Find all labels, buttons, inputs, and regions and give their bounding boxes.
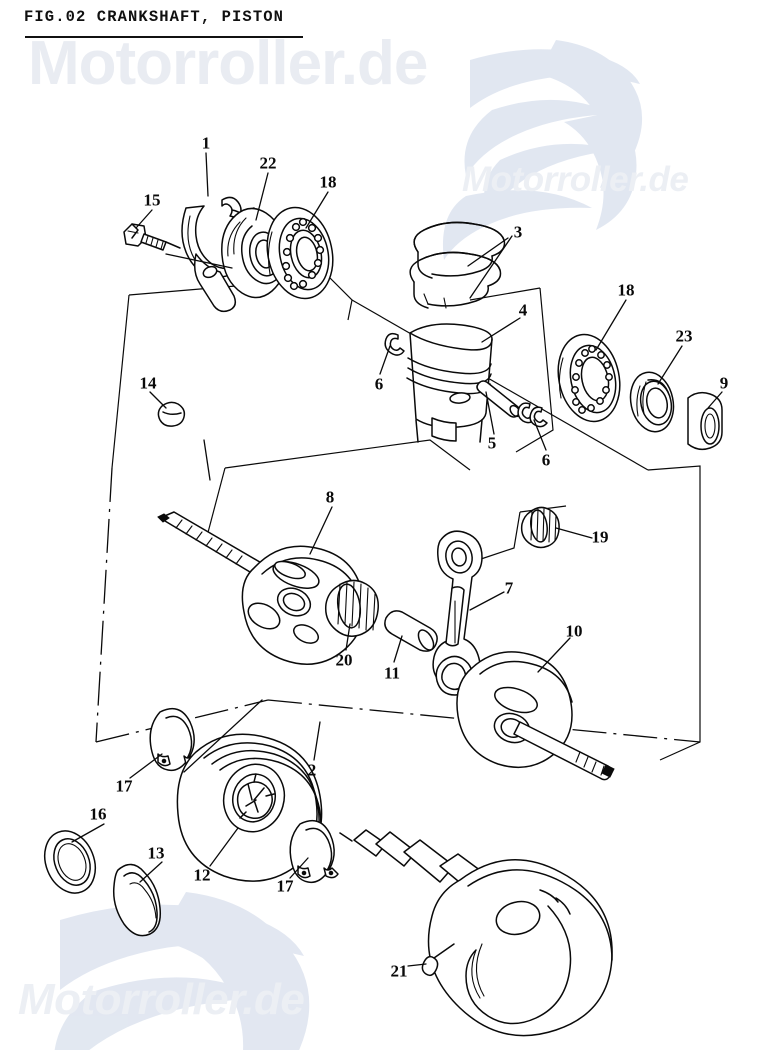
part-crank-web-8 (157, 511, 365, 665)
part-spacer-collar (687, 391, 723, 451)
callout-23: 23 (675, 326, 693, 346)
callout-20: 20 (335, 650, 353, 670)
watermark-middle-text: Motorroller.de (462, 160, 689, 199)
part-connecting-rod (432, 530, 483, 696)
callout-21: 21 (390, 961, 408, 981)
watermark-top-text: Motorroller.de (28, 29, 428, 98)
callout-18-right: 18 (617, 280, 635, 300)
callout-11: 11 (383, 663, 401, 683)
callout-13: 13 (147, 843, 165, 863)
part-circlip-17-right (289, 819, 339, 884)
part-hex-bolt (123, 223, 181, 251)
part-circlip-6-right (517, 402, 548, 428)
part-crank-web-10 (456, 651, 615, 781)
figure-title: FIG.02 CRANKSHAFT, PISTON (24, 8, 285, 26)
callout-16: 16 (89, 804, 107, 824)
assembly-boundary-upper-left (111, 277, 353, 469)
callout-7: 7 (504, 578, 514, 598)
callout-3: 3 (513, 222, 523, 242)
part-piston-rings (409, 221, 506, 309)
callout-12: 12 (193, 865, 211, 885)
callout-18-left: 18 (319, 172, 337, 192)
part-needle-bearing-20 (324, 579, 379, 637)
callout-22: 22 (259, 153, 277, 173)
callout-14: 14 (139, 373, 157, 393)
part-ball-bearing-18-right (557, 333, 621, 423)
callout-17-left: 17 (115, 776, 133, 796)
callout-9: 9 (719, 373, 729, 393)
callout-2: 2 (307, 760, 317, 780)
part-washer-16 (43, 830, 97, 894)
part-circlip-6-left (384, 332, 405, 356)
callout-17-right: 17 (276, 876, 294, 896)
callout-4: 4 (518, 300, 528, 320)
callout-6-right: 6 (541, 450, 551, 470)
callout-1: 1 (201, 133, 211, 153)
part-oil-seal-23 (629, 371, 675, 433)
callout-15: 15 (143, 190, 161, 210)
callout-19: 19 (591, 527, 609, 547)
title-underline (25, 36, 303, 38)
part-crankshaft-output (339, 829, 613, 1037)
callout-10: 10 (565, 621, 583, 641)
callout-5: 5 (487, 433, 497, 453)
part-ball-bearing-18-left (266, 206, 334, 300)
part-crank-pin (384, 610, 438, 652)
part-piston (406, 323, 493, 443)
part-woodruff-key-14 (157, 401, 186, 427)
callout-8: 8 (325, 487, 335, 507)
assembly-boundary-crank-group (95, 439, 471, 743)
callout-6-left: 6 (374, 374, 384, 394)
part-needle-bearing-19 (520, 506, 560, 549)
watermark-bottom-text: Motorroller.de (18, 975, 305, 1024)
leader-lines (71, 152, 723, 967)
part-lock-plate-13 (112, 863, 162, 937)
